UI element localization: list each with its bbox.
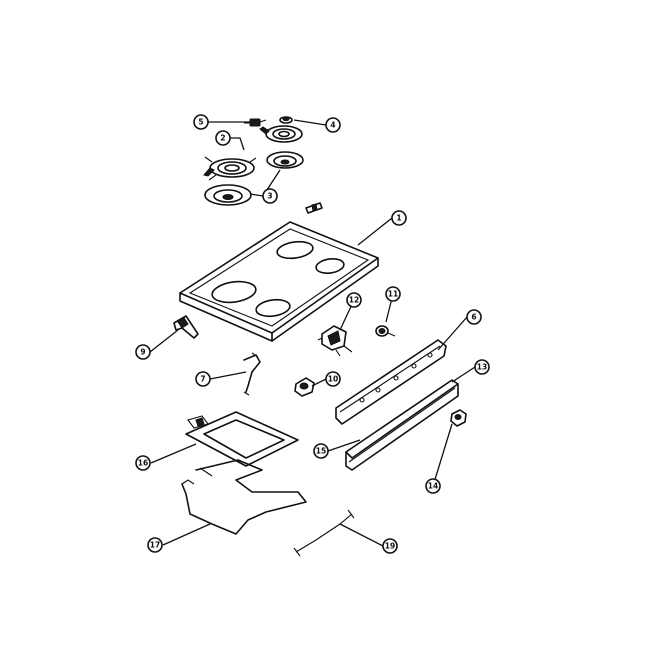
surface-element-large [203,156,257,181]
switch-knob [294,377,315,397]
callout-3: 3 [262,188,278,204]
burner-opening-front-left [211,280,257,304]
cooktop-hinge [173,315,199,339]
callout-label: 6 [471,313,476,322]
burner-bowl-small [266,151,304,169]
callout-label: 19 [385,542,395,551]
callout-label: 2 [220,134,225,143]
callout-label: 11 [388,290,398,299]
callout-label: 1 [396,214,401,223]
callout-label: 10 [328,375,338,384]
callout-label: 17 [150,541,160,550]
burner-opening-front-right [255,298,291,318]
callout-19: 19 [382,538,398,554]
callout-9: 9 [135,344,151,360]
surface-element-small [259,125,303,143]
callout-label: 15 [316,447,326,456]
callout-12: 12 [346,292,362,308]
callout-13: 13 [474,359,490,375]
burner-bowl-large [204,184,252,206]
callout-label: 14 [428,482,438,491]
callout-7: 7 [195,371,211,387]
callout-15: 15 [313,443,329,459]
callout-label: 3 [267,192,272,201]
wire-harness [243,352,261,396]
lead-wire [293,509,355,557]
control-panel-bracket [335,339,447,425]
callout-4: 4 [325,117,341,133]
control-knob [450,409,467,427]
callout-label: 5 [198,118,203,127]
callout-label: 9 [140,348,145,357]
callout-label: 12 [349,296,359,305]
callout-10: 10 [325,371,341,387]
cooktop-panel [179,221,379,342]
callout-label: 7 [200,375,205,384]
burner-opening-rear-left [276,240,314,260]
callout-5: 5 [193,114,209,130]
infinite-switch [317,325,353,357]
callout-2: 2 [215,130,231,146]
callout-6: 6 [466,309,482,325]
callout-16: 16 [135,455,151,471]
indicator-light [375,325,396,337]
callout-14: 14 [425,478,441,494]
callout-label: 16 [138,459,148,468]
leader-lines [149,119,476,547]
control-panel-trim [345,379,459,471]
callout-label: 4 [330,121,335,130]
callout-1: 1 [391,210,407,226]
callout-11: 11 [385,286,401,302]
callout-label: 13 [477,363,487,372]
burner-opening-rear-right [315,257,345,275]
callout-17: 17 [147,537,163,553]
cooktop-connector [305,202,323,214]
broil-element [185,411,299,467]
bake-element [181,459,307,535]
element-support-clip [279,116,293,124]
